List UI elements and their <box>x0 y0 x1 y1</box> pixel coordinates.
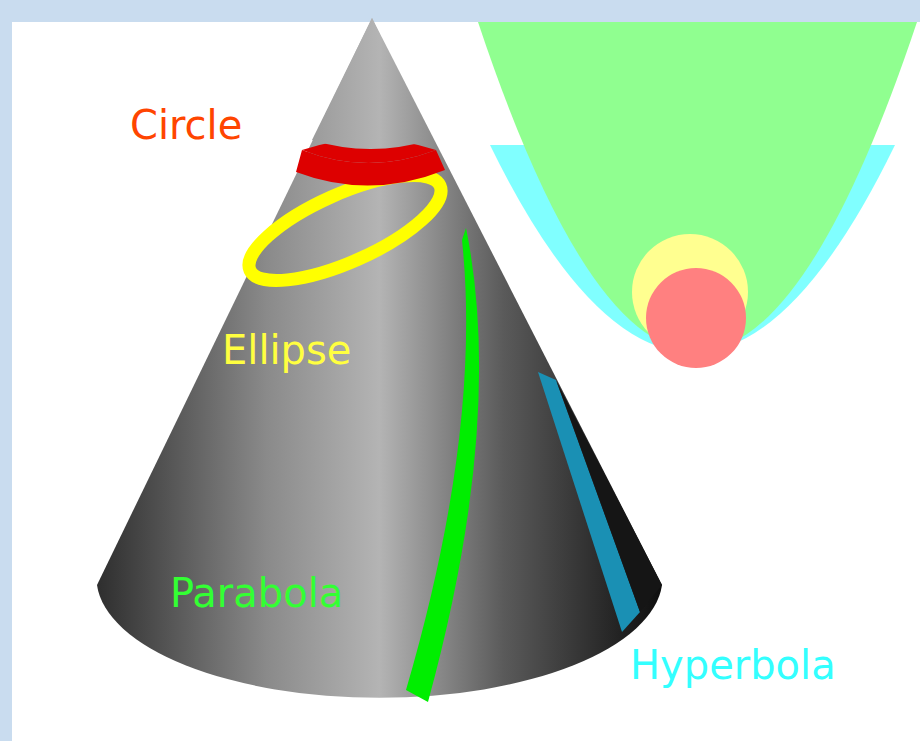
ellipse-label: Ellipse <box>222 330 351 370</box>
cone-tip <box>312 18 430 149</box>
hyperbola-label: Hyperbola <box>630 645 836 685</box>
circle-label: Circle <box>130 105 242 145</box>
circle-shape <box>646 268 746 368</box>
cone-cut-side <box>556 380 662 612</box>
cone <box>97 18 662 698</box>
parabola-section <box>406 228 479 702</box>
parabola-label: Parabola <box>170 573 343 613</box>
hyperbola-section <box>538 372 640 632</box>
